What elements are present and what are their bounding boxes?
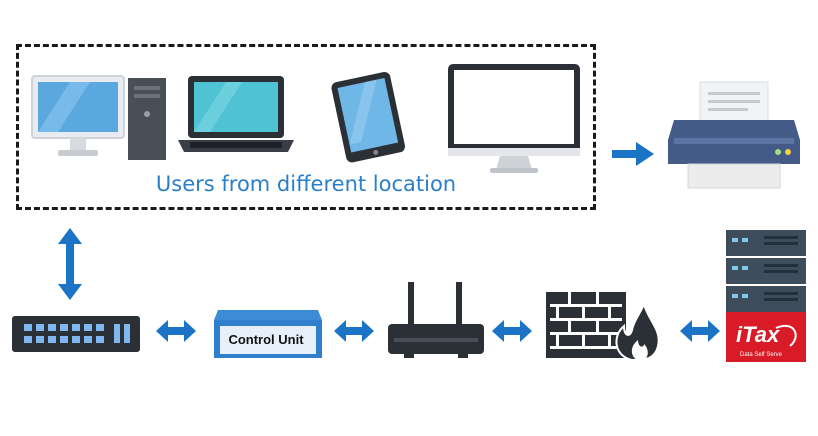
- control-unit-icon: [214, 310, 322, 358]
- vertical-double-arrow: [58, 228, 82, 300]
- network-switch-icon: [12, 316, 140, 352]
- printer-icon: [668, 81, 800, 189]
- users-caption: Users from different location: [155, 172, 457, 196]
- arrow-to-printer: [612, 142, 654, 166]
- firewall-icon: [546, 292, 660, 361]
- tablet-icon: [331, 71, 405, 163]
- laptop-icon: [178, 76, 294, 152]
- itax-logo-panel: [726, 312, 806, 362]
- monitor-icon: [448, 64, 580, 173]
- double-arrow-control-router: [334, 320, 374, 342]
- users-group-box: [16, 44, 596, 210]
- desktop-computer-icon: [31, 75, 166, 160]
- itax-brand-text: iTax: [736, 322, 780, 347]
- server-icon: iTax Data Self Serve: [726, 230, 806, 362]
- double-arrow-switch-control: [156, 320, 196, 342]
- double-arrow-router-firewall: [492, 320, 532, 342]
- itax-tagline-text: Data Self Serve: [740, 352, 783, 358]
- double-arrow-firewall-server: [680, 320, 720, 342]
- router-icon: [388, 282, 484, 358]
- control-unit-label: Control Unit: [228, 332, 304, 347]
